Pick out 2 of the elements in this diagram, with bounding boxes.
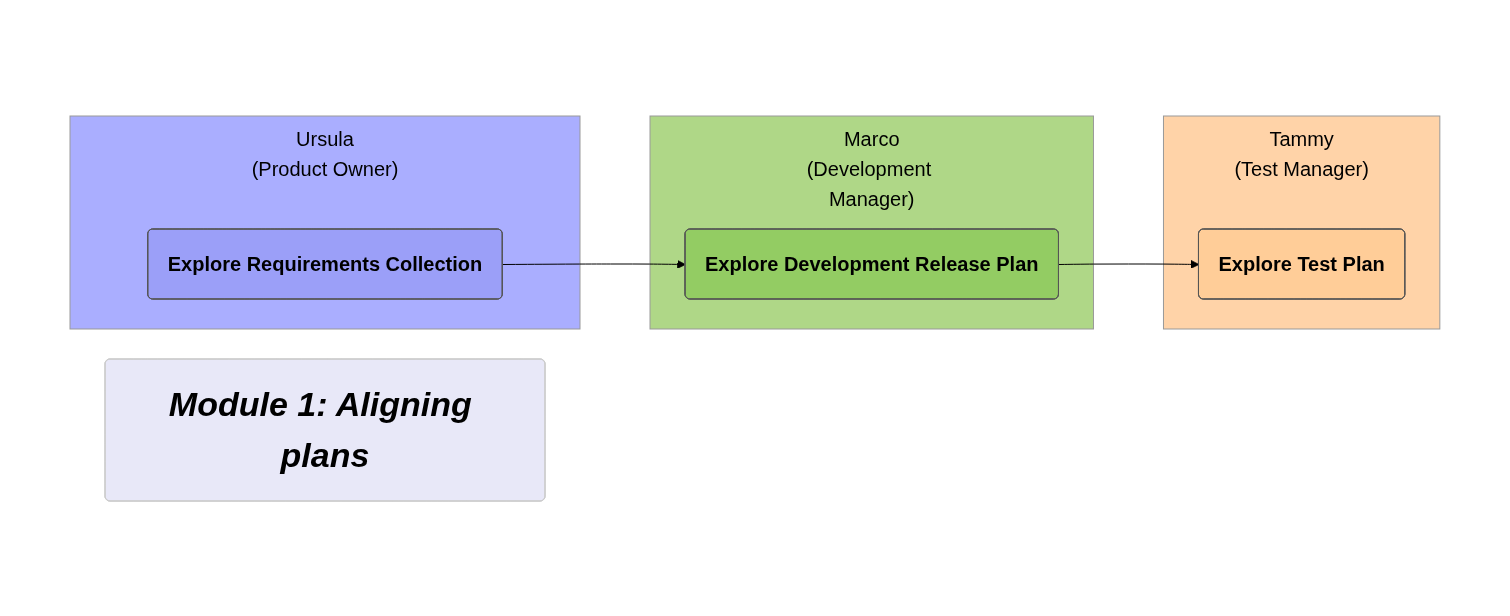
arrow <box>1058 259 1200 269</box>
arrow <box>502 259 686 269</box>
